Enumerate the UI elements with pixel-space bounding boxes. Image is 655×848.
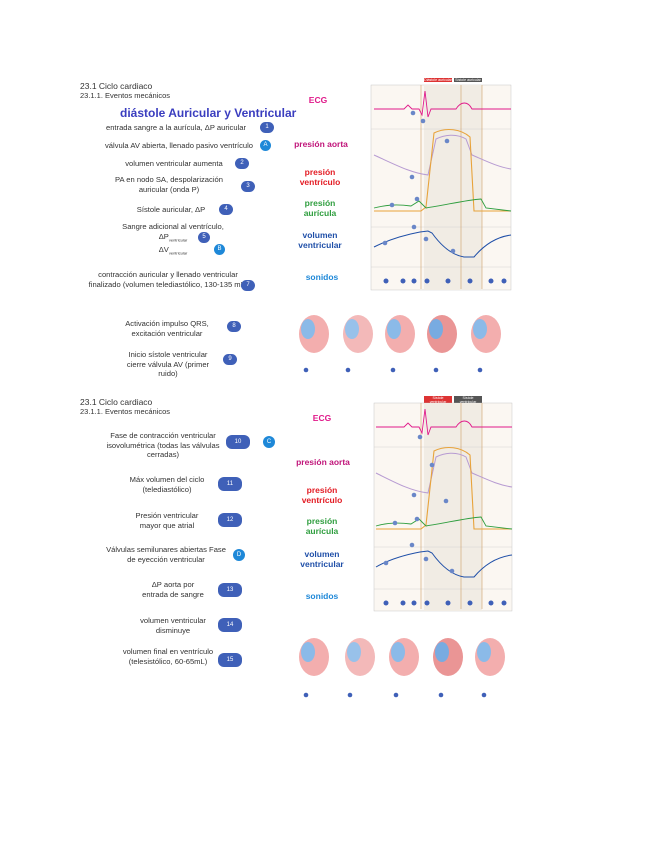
- volumen-label: volumen ventricular: [298, 230, 342, 250]
- event-text: Sangre adicional al ventrículo, ΔP: [122, 222, 224, 241]
- sonidos-label: sonidos: [305, 272, 339, 282]
- auricula-label: presión aurícula: [303, 198, 337, 218]
- event-badge: B: [214, 244, 225, 255]
- event-badge: 3: [241, 181, 255, 192]
- subsection-title: 23.1.1. Eventos mecánicos: [80, 91, 171, 100]
- event-item: Inicio sístole ventricular cierre válvul…: [126, 350, 210, 379]
- event-badge: C: [263, 436, 275, 448]
- event-item: volumen ventricular aumenta: [125, 159, 223, 168]
- subsection-title: 23.1.1. Eventos mecánicos: [80, 407, 171, 416]
- event-item: Sangre adicional al ventrículo, ΔPventri…: [108, 222, 238, 258]
- header-tag: Sístole ventricular: [454, 396, 482, 404]
- event-item: Fase de contracción ventricular isovolum…: [106, 431, 220, 460]
- header-tag: Sístole auricular: [454, 78, 482, 82]
- diagram-svg: [299, 84, 512, 373]
- event-item: Presión ventricular mayor que atrial: [135, 511, 199, 530]
- event-badge: 10: [226, 435, 250, 449]
- event-item: Válvulas semilunares abiertas Fase de ey…: [106, 545, 226, 564]
- header-tag: Diástole auricular: [424, 78, 452, 82]
- event-badge: 4: [219, 204, 233, 215]
- ventriculo-label: presión ventrículo: [299, 167, 341, 187]
- auricula-label: presión aurícula: [305, 516, 339, 536]
- event-item: válvula AV abierta, llenado pasivo ventr…: [104, 141, 254, 150]
- event-badge: 14: [218, 618, 242, 632]
- event-item: Activación impulso QRS, excitación ventr…: [125, 319, 209, 338]
- event-badge: 1: [260, 122, 274, 133]
- section-title: 23.1 Ciclo cardiaco: [80, 81, 153, 91]
- slide-diastole: 23.1 Ciclo cardiaco 23.1.1. Eventos mecá…: [78, 75, 514, 387]
- event-item: contracción auricular y llenado ventricu…: [88, 270, 248, 289]
- wiggers-diagram: ECG presión aorta presión ventrículo pre…: [286, 395, 514, 709]
- slide-systole: 23.1 Ciclo cardiaco 23.1.1. Eventos mecá…: [78, 393, 514, 711]
- ecg-label: ECG: [312, 413, 332, 423]
- event-badge: 12: [218, 513, 242, 527]
- ecg-label: ECG: [308, 95, 328, 105]
- event-badge: 9: [223, 354, 237, 365]
- event-badge: 15: [218, 653, 242, 667]
- diagram-svg: [299, 402, 513, 698]
- volumen-label: volumen ventricular: [300, 549, 344, 569]
- event-badge: A: [260, 140, 271, 151]
- event-item: entrada sangre a la aurícula, ΔP auricul…: [105, 123, 246, 132]
- aorta-label: presión aorta: [296, 457, 350, 467]
- event-badge: 8: [227, 321, 241, 332]
- event-badge: 13: [218, 583, 242, 597]
- event-item: ΔP aorta por entrada de sangre: [142, 580, 204, 599]
- event-subscript: ventricular: [168, 237, 188, 243]
- event-item: volumen final en ventrículo (telesistóli…: [122, 647, 214, 666]
- event-badge: 7: [241, 280, 255, 291]
- event-subscript: ventricular: [168, 250, 188, 256]
- event-text: ΔV: [158, 244, 169, 254]
- event-item: Sístole auricular, ΔP: [136, 205, 206, 214]
- section-title: 23.1 Ciclo cardiaco: [80, 397, 153, 407]
- event-badge: 2: [235, 158, 249, 169]
- slide-heading: diástole Auricular y Ventricular: [120, 106, 297, 120]
- event-badge: 11: [218, 477, 242, 491]
- wiggers-diagram: ECG presión aorta presión ventrículo pre…: [286, 77, 514, 385]
- event-item: PA en nodo SA, despolarización auricular…: [115, 175, 223, 194]
- event-badge: D: [233, 549, 245, 561]
- event-badge: 5: [198, 232, 210, 243]
- header-tag: Sístole ventricular: [424, 396, 452, 404]
- aorta-label: presión aorta: [294, 139, 348, 149]
- event-item: volumen ventricular disminuye: [140, 616, 206, 635]
- event-item: Máx volumen del ciclo (telediastólico): [129, 475, 205, 494]
- ventriculo-label: presión ventrículo: [301, 485, 343, 505]
- sonidos-label: sonidos: [305, 591, 339, 601]
